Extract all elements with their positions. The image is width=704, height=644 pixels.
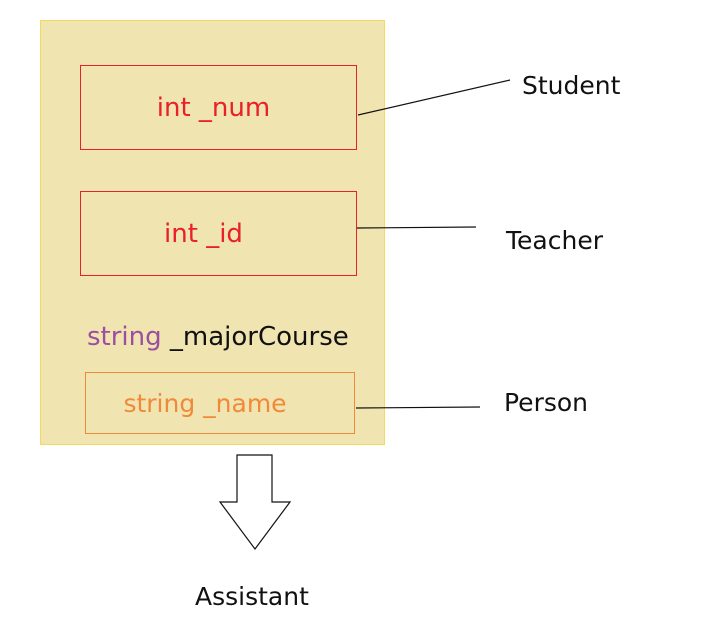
name-field-label: string _name [123, 388, 287, 418]
person-member-box: string _name [85, 372, 355, 434]
id-field-label: int _id [164, 218, 243, 249]
major-course-field: string _majorCourse [87, 322, 349, 352]
teacher-connector [356, 226, 477, 229]
student-label: Student [522, 71, 621, 100]
teacher-label: Teacher [506, 226, 603, 255]
person-label: Person [504, 388, 589, 417]
assistant-object-layout [40, 20, 385, 445]
major-course-name: _majorCourse [161, 322, 349, 352]
major-course-type: string [87, 322, 162, 352]
student-connector [357, 79, 511, 116]
person-connector [355, 406, 481, 409]
down-arrow-icon [218, 454, 292, 551]
assistant-label: Assistant [195, 582, 309, 611]
num-field-label: int _num [156, 92, 271, 123]
teacher-member-box: int _id [80, 191, 357, 276]
student-member-box: int _num [80, 65, 357, 150]
